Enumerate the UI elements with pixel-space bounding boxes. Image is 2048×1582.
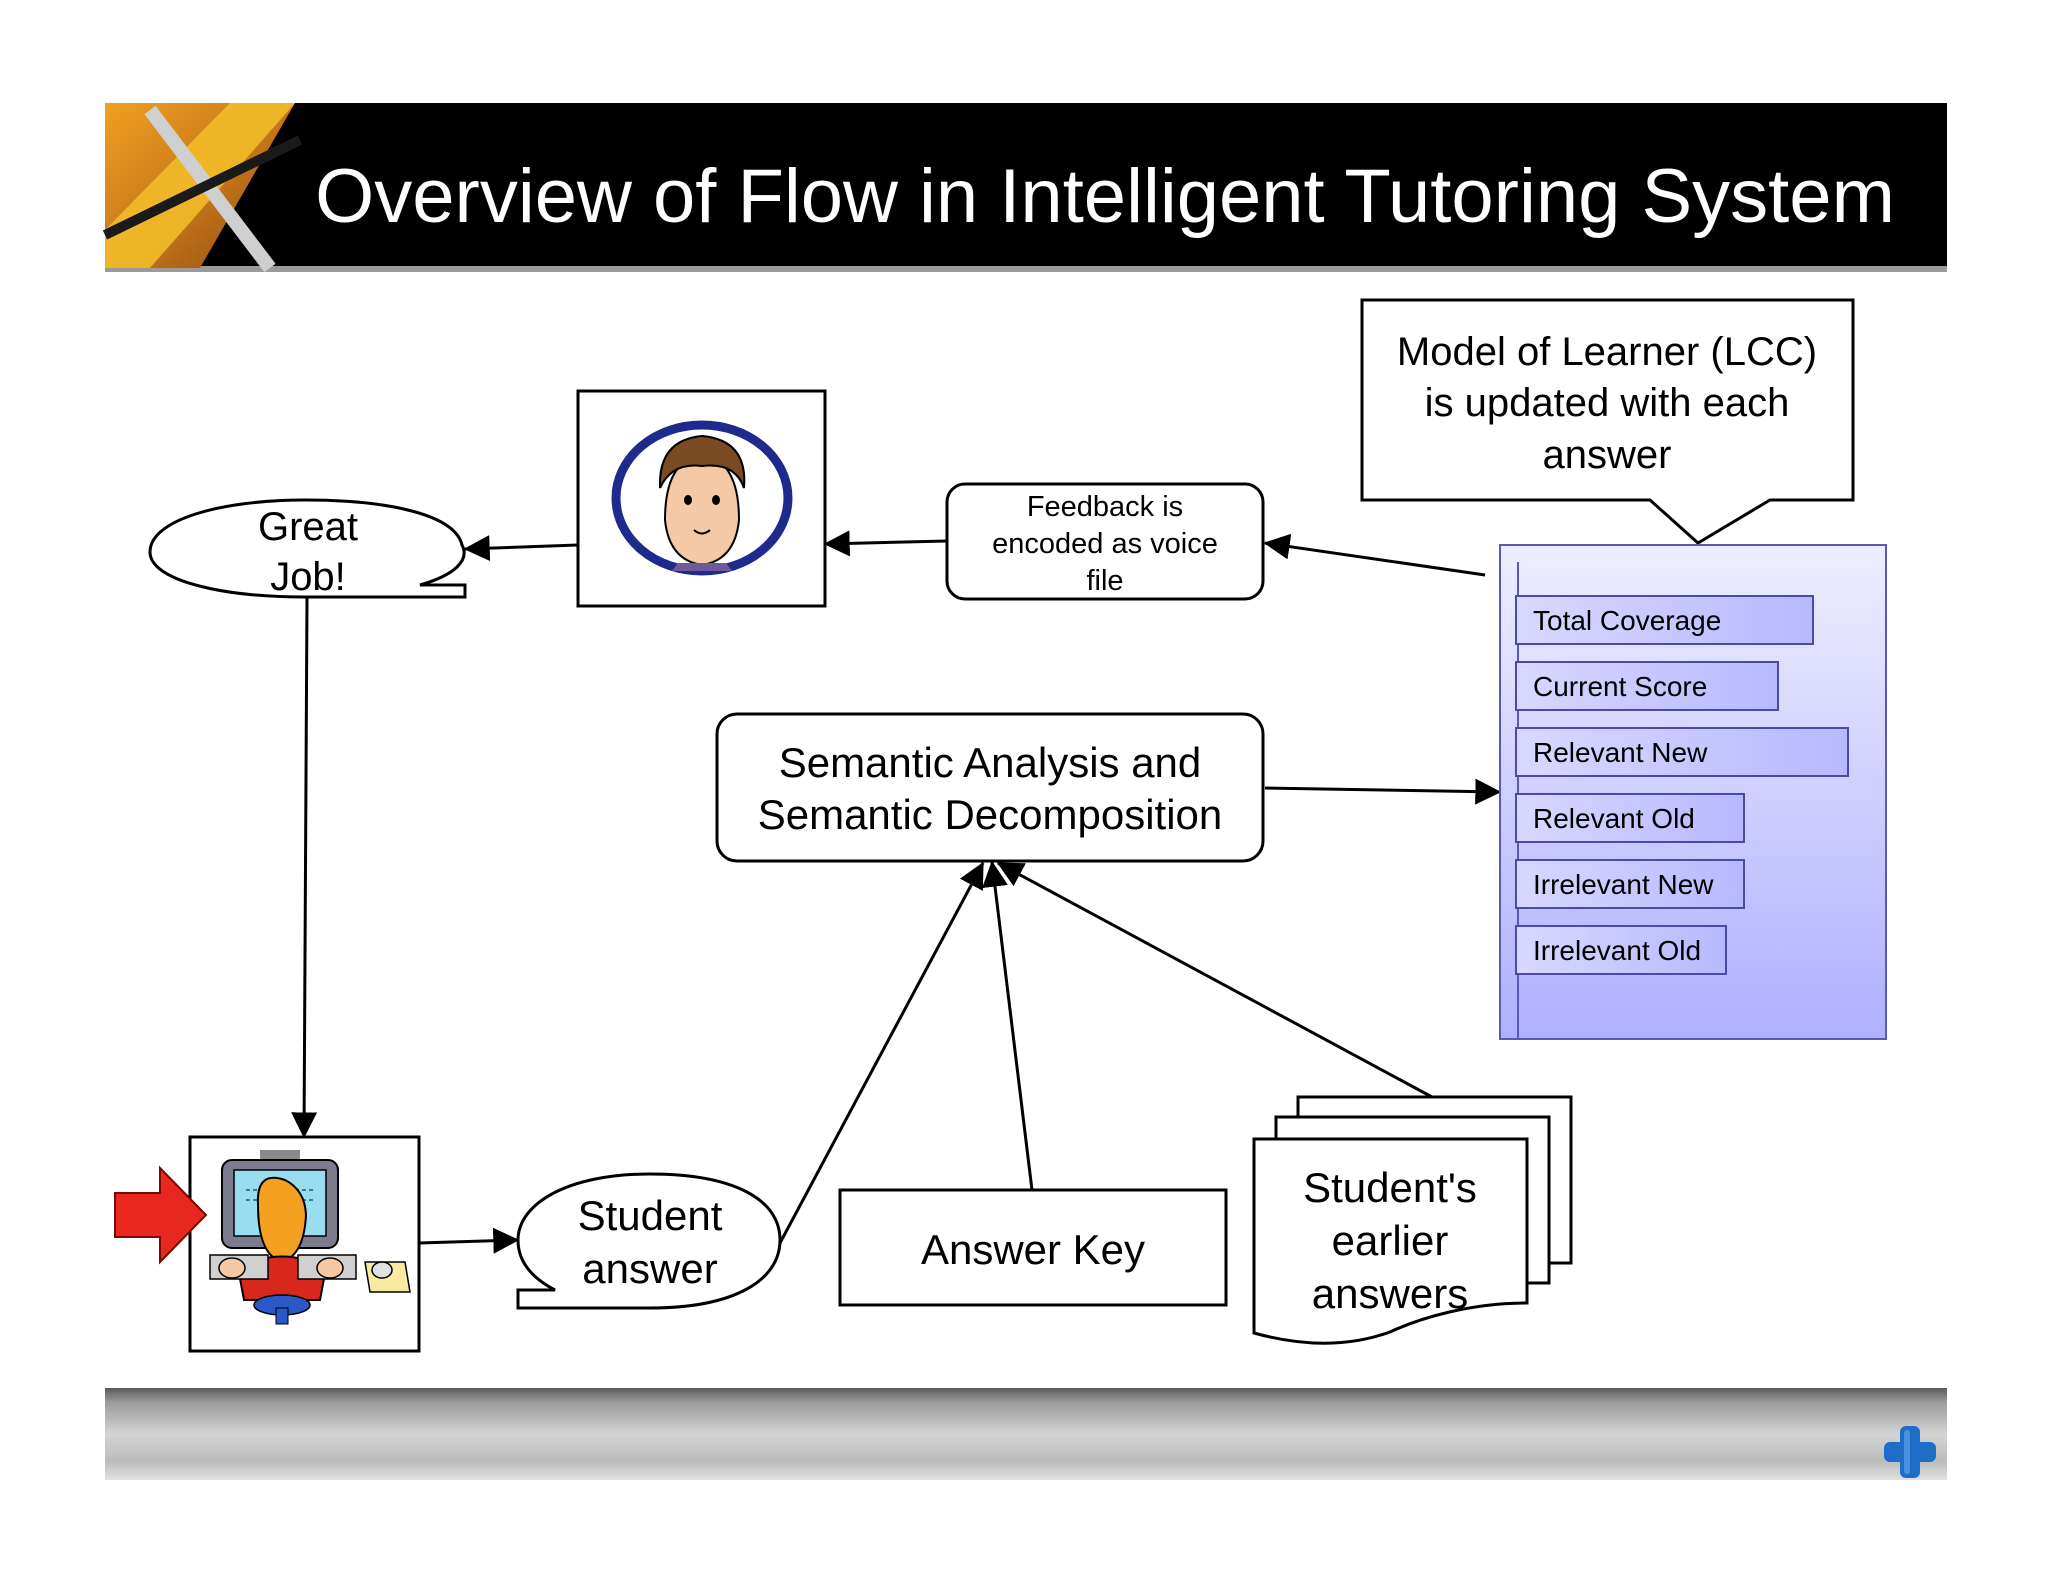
metric-item: Relevant New (1515, 727, 1849, 777)
metric-item: Relevant Old (1515, 793, 1745, 843)
callout-line-1: Model of Learner (LCC) (1397, 330, 1817, 374)
earlier-answers-line-2: earlier (1332, 1217, 1449, 1264)
metric-label: Current Score (1533, 671, 1707, 702)
student-answer-line-1: Student (578, 1192, 723, 1239)
arrow-tutor-to-bubble (463, 535, 579, 562)
feedback-line-2: encoded as voice (992, 528, 1218, 560)
student-computer-box (188, 1135, 421, 1353)
metric-bar (1515, 793, 1745, 843)
metric-bar (1515, 859, 1745, 909)
student-answer-bubble: Student answer (516, 1172, 782, 1310)
tutor-avatar-box (576, 389, 827, 608)
arrow-analysis-to-panel (1264, 778, 1502, 805)
red-arrow-icon (114, 1165, 208, 1265)
metric-label: Relevant Old (1533, 803, 1695, 834)
page-title: Overview of Flow in Intelligent Tutoring… (315, 154, 1895, 239)
callout-line-2: is updated with each (1425, 381, 1790, 425)
arrow-student-to-answer (418, 1227, 520, 1254)
metric-label: Irrelevant New (1533, 869, 1714, 900)
earlier-answers-documents: Student's earlier answers (1252, 1095, 1573, 1345)
answer-key-label: Answer Key (921, 1226, 1145, 1273)
arrow-key-to-analysis (982, 860, 1034, 1191)
arrow-bubble-to-student (291, 597, 318, 1139)
arrow-panel-to-feedback (1263, 533, 1486, 577)
metric-item: Current Score (1515, 661, 1779, 711)
feedback-line-1: Feedback is (1027, 491, 1183, 523)
metric-label: Irrelevant Old (1533, 935, 1701, 966)
header-logo (102, 103, 303, 273)
arrow-earlier-to-analysis (996, 861, 1433, 1099)
metric-bar (1515, 727, 1849, 777)
metric-item: Irrelevant New (1515, 859, 1745, 909)
metric-bar (1515, 595, 1814, 645)
semantic-analysis-box: Semantic Analysis and Semantic Decomposi… (715, 712, 1265, 863)
great-job-bubble: Great Job! (148, 498, 467, 599)
connectors (291, 530, 1502, 1254)
student-at-computer-icon (209, 1150, 411, 1325)
metric-bar (1515, 661, 1779, 711)
metric-item: Irrelevant Old (1515, 925, 1727, 975)
feedback-line-3: file (1086, 565, 1123, 597)
bubble-line-2: Job! (270, 555, 346, 599)
metric-bar (1515, 925, 1727, 975)
answer-key-box: Answer Key (838, 1188, 1228, 1307)
student-answer-line-2: answer (582, 1245, 717, 1292)
analysis-line-2: Semantic Decomposition (758, 791, 1223, 838)
metric-label: Total Coverage (1533, 605, 1721, 636)
tutor-face-icon (611, 420, 793, 576)
bubble-line-1: Great (258, 505, 358, 549)
earlier-answers-line-3: answers (1312, 1270, 1468, 1317)
feedback-box: Feedback is encoded as voice file (945, 482, 1265, 601)
plus-icon (1884, 1426, 1936, 1478)
arrow-answer-to-analysis (778, 861, 985, 1244)
footer-bar (105, 1388, 1947, 1480)
arrow-feedback-to-tutor (823, 530, 948, 557)
metric-label: Relevant New (1533, 737, 1708, 768)
earlier-answers-line-1: Student's (1303, 1164, 1477, 1211)
analysis-line-1: Semantic Analysis and (779, 739, 1202, 786)
callout-line-3: answer (1543, 433, 1672, 477)
metric-item: Total Coverage (1515, 595, 1814, 645)
learner-model-callout: Model of Learner (LCC) is updated with e… (1360, 298, 1855, 545)
header-bar: Overview of Flow in Intelligent Tutoring… (102, 103, 1947, 273)
